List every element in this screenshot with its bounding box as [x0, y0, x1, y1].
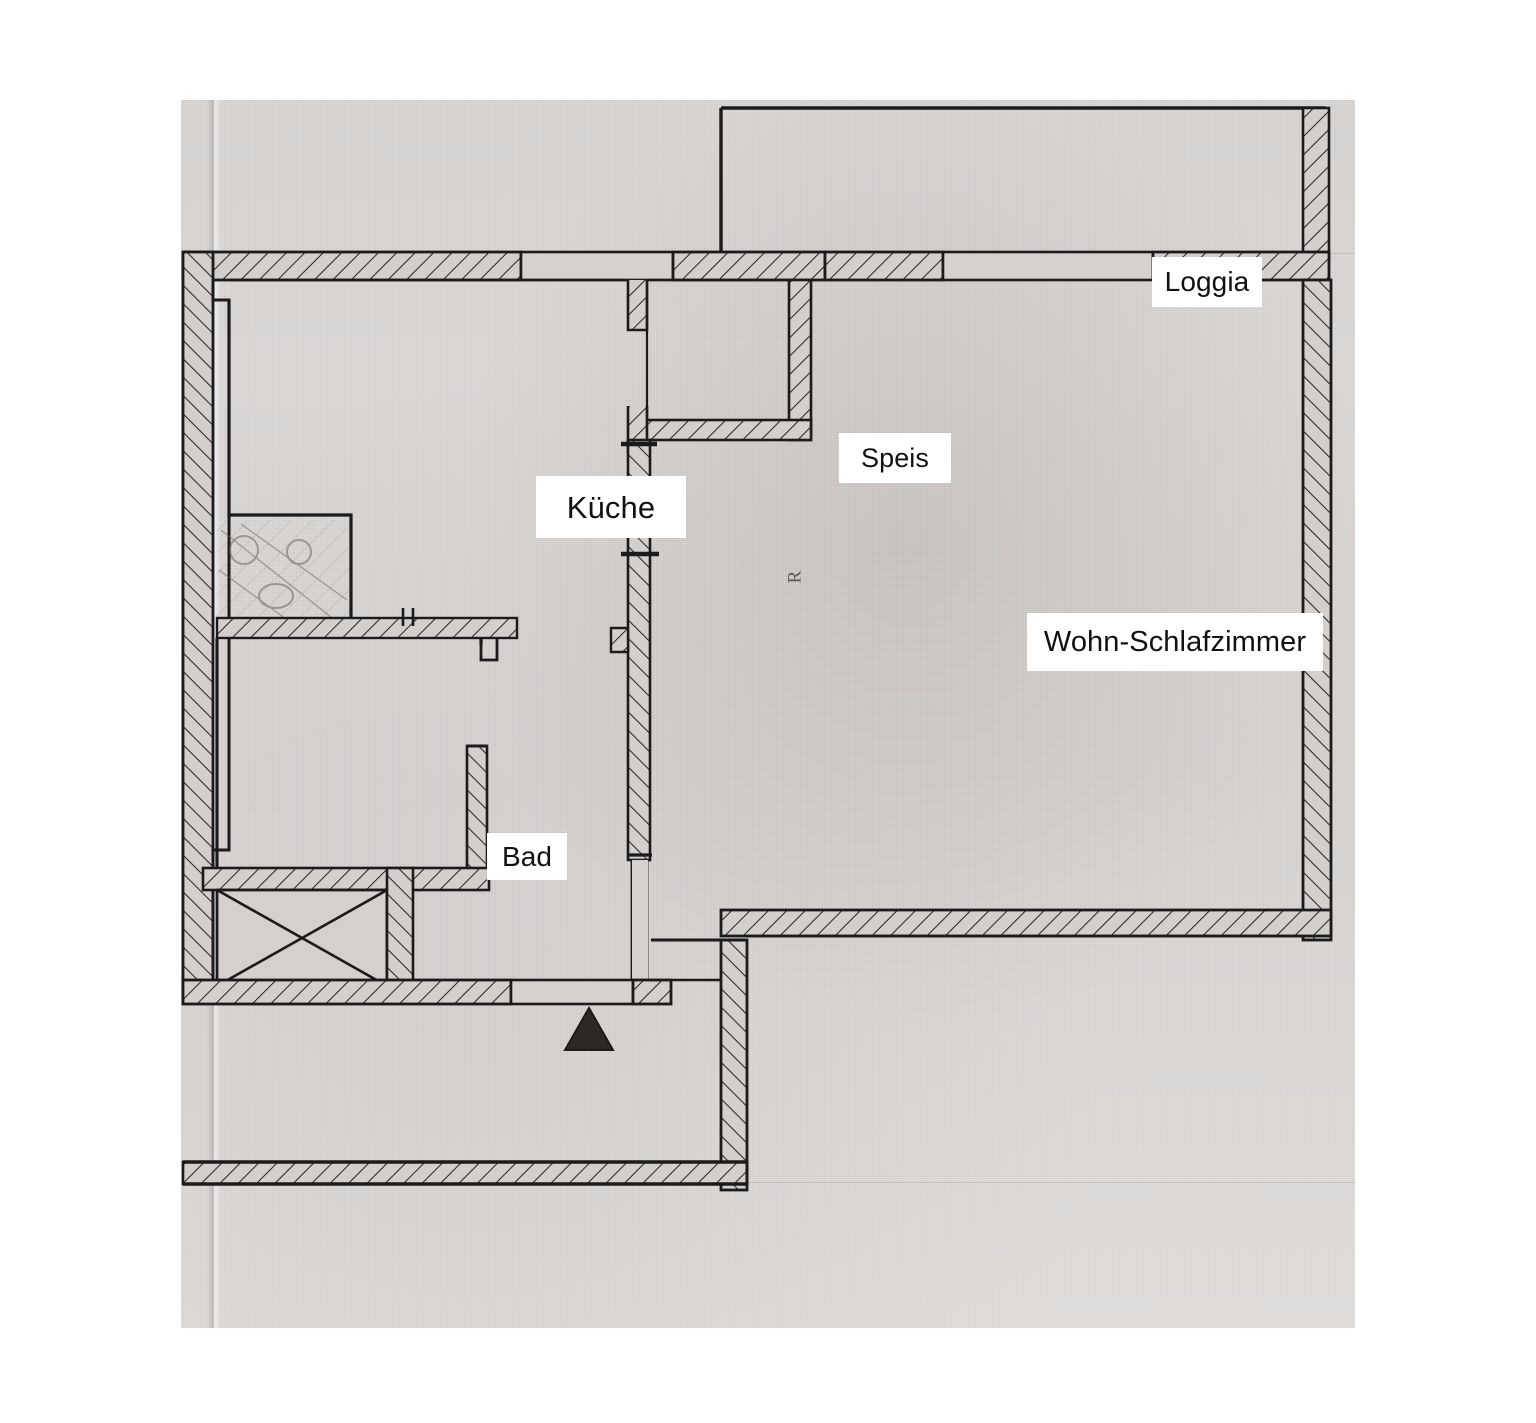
- hall-walls: [651, 938, 749, 1192]
- kitchen-room: [215, 278, 626, 662]
- living-bedroom-bottom-wall: [719, 908, 1333, 938]
- scanned-sheet: R Loggia Küche Speis Wohn-Schlafzimmer B…: [181, 100, 1355, 1328]
- pantry-room: [626, 278, 813, 454]
- room-label-kueche: Küche: [536, 476, 686, 538]
- lower-exterior-wall: [181, 1160, 749, 1186]
- left-exterior-wall: [181, 250, 231, 1004]
- kitchen-fixtures-sketch: [217, 520, 349, 632]
- right-exterior-wall: [1301, 278, 1333, 942]
- central-partition-wall: [609, 438, 659, 1000]
- room-label-loggia: Loggia: [1152, 257, 1262, 307]
- bottom-entrance-wall: [181, 978, 673, 1006]
- room-label-speis: Speis: [839, 433, 951, 483]
- top-exterior-wall: [181, 250, 1331, 282]
- loggia-outline: [719, 106, 1331, 262]
- bathroom-room: [201, 638, 491, 892]
- room-label-bad: Bad: [487, 833, 567, 880]
- room-label-wohn-schlafzimmer: Wohn-Schlafzimmer: [1027, 613, 1323, 671]
- wall-marker-r-annotation: R: [784, 570, 806, 584]
- direction-triangle-icon: [563, 1005, 615, 1051]
- floor-plan-drawing: [181, 106, 1333, 1192]
